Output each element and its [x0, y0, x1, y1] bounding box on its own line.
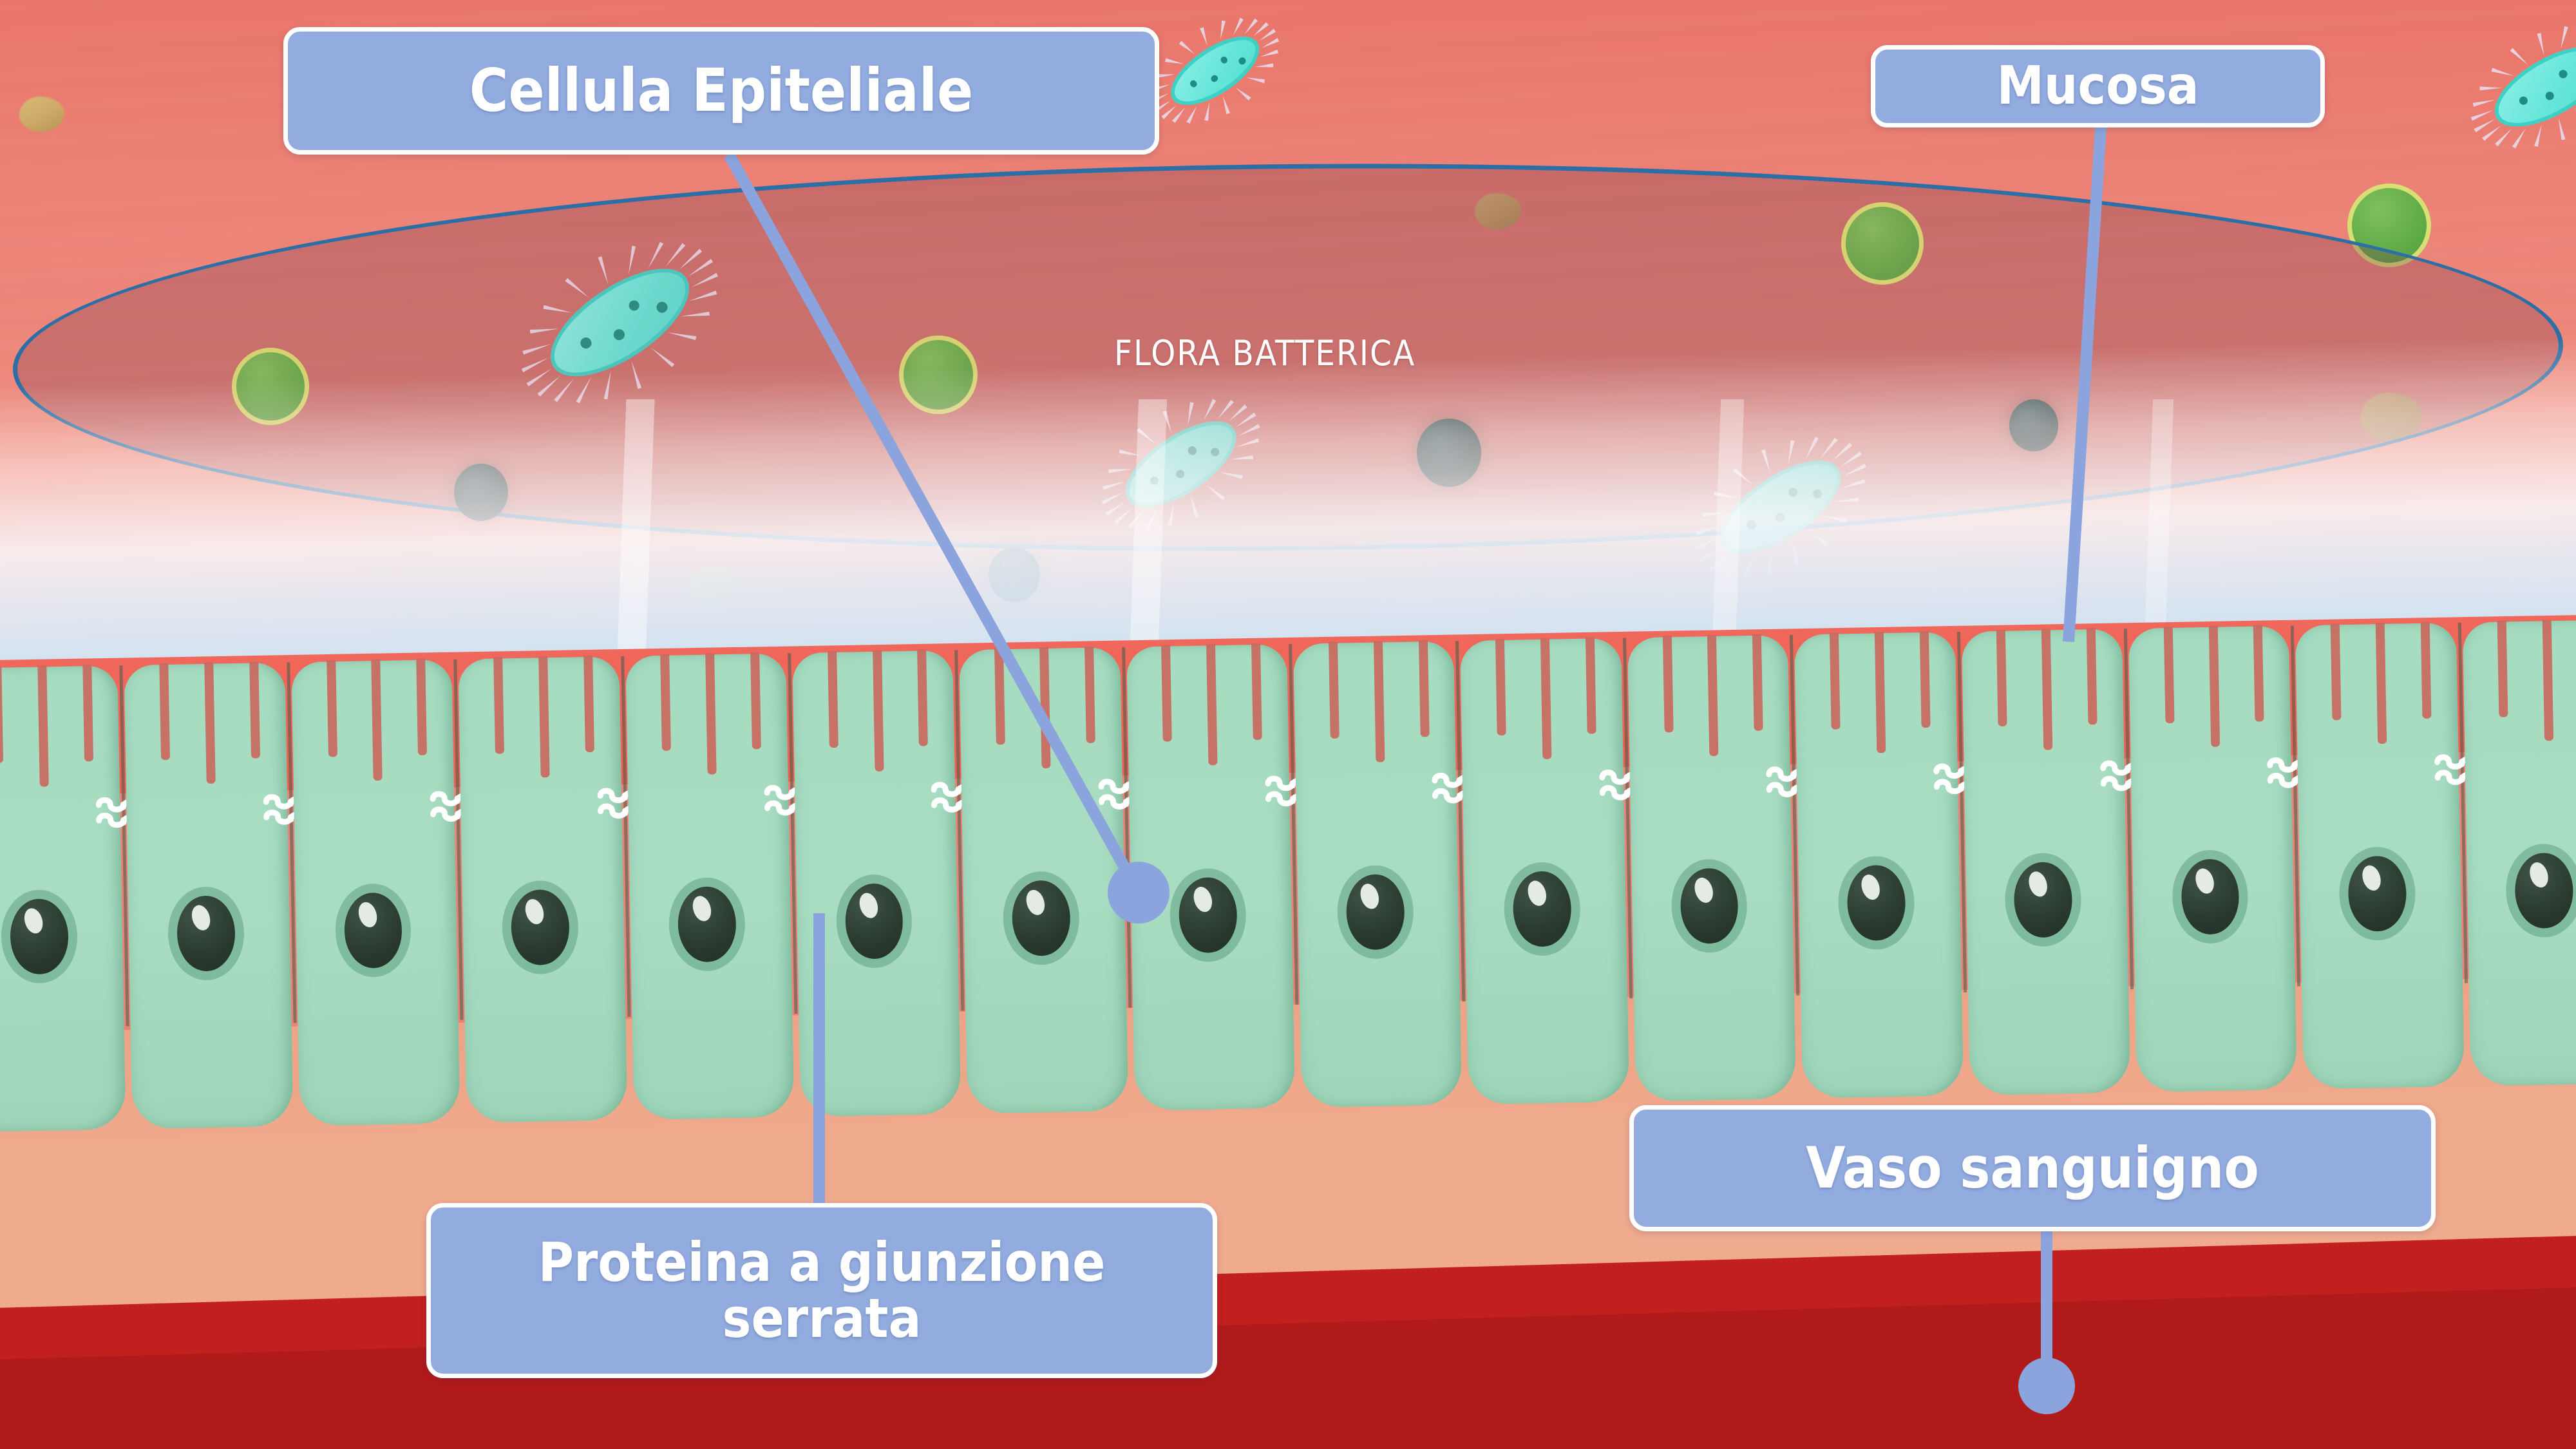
food-particle-body [19, 97, 64, 132]
microvillus [994, 648, 1005, 745]
microvillus [1585, 637, 1596, 734]
food-particle-icon [19, 97, 64, 132]
cell-nucleus [844, 883, 904, 960]
microvillus [2163, 626, 2175, 724]
epithelial-cell-row [0, 620, 2576, 1158]
callout-cellula-epiteliale-label: Cellula Epiteliale [469, 56, 974, 126]
microvillus [2420, 621, 2432, 719]
bacterium-coccus-icon [2312, 148, 2466, 305]
cell-nucleus [510, 889, 570, 965]
food-particle-body [1475, 193, 1521, 230]
microvillus [1251, 643, 1262, 741]
leader-cellula-epiteliale-endpoint [1108, 862, 1170, 923]
cell-nucleus [677, 886, 737, 963]
cell-nucleus [1011, 880, 1071, 956]
bacterium-coccus-icon [1806, 167, 1958, 323]
microvillus [1328, 641, 1340, 739]
cell-nucleus [2347, 855, 2407, 932]
microvillus [82, 665, 93, 762]
cell-nucleus [1345, 873, 1405, 951]
microvillus [583, 655, 594, 753]
bacterium-rod-icon [1134, 0, 1298, 147]
cell-nucleus [2013, 861, 2073, 938]
microvillus [1829, 632, 1841, 730]
microvillus [2330, 623, 2342, 721]
microvillus [326, 660, 337, 757]
cell-nucleus [1680, 867, 1739, 944]
coccus-body [2347, 183, 2431, 267]
microvillus [249, 661, 260, 759]
cell-nucleus [1512, 871, 1572, 947]
callout-proteina-giunzione-serrata[interactable]: Proteina a giunzione serrata [426, 1203, 1217, 1378]
callout-cellula-epiteliale[interactable]: Cellula Epiteliale [283, 27, 1159, 155]
microvillus [1418, 640, 1430, 737]
callout-mucosa[interactable]: Mucosa [1871, 45, 2325, 128]
food-particle-icon [1475, 193, 1521, 230]
cell-nucleus [9, 898, 69, 975]
microvillus [1662, 636, 1674, 733]
cell-nucleus [1846, 864, 1906, 941]
cell-nucleus [1179, 876, 1238, 953]
cell-nucleus [2181, 858, 2240, 935]
callout-vaso-sanguigno-label: Vaso sanguigno [1806, 1135, 2259, 1202]
leader-proteina [813, 913, 825, 1203]
epithelial-cell [0, 665, 126, 1132]
cell-nucleus [343, 892, 403, 969]
microvillus [1084, 646, 1095, 743]
cell-nucleus [2514, 852, 2574, 929]
callout-mucosa-label: Mucosa [1996, 55, 2199, 117]
callout-proteina-giunzione-serrata-label: Proteina a giunzione serrata [538, 1230, 1106, 1350]
microvillus [1919, 630, 1931, 728]
epithelial-cell [2462, 620, 2576, 1086]
microvillus [827, 650, 838, 748]
microvillus [750, 652, 761, 750]
callout-vaso-sanguigno[interactable]: Vaso sanguigno [1629, 1105, 2436, 1231]
coccus-body [1841, 202, 1924, 285]
microvillus [2086, 628, 2098, 725]
cell-nucleus [176, 895, 236, 972]
microvillus [493, 657, 504, 754]
leader-vaso-sanguigno-endpoint [2018, 1358, 2075, 1414]
bacterium-rod-icon [2452, 0, 2576, 176]
